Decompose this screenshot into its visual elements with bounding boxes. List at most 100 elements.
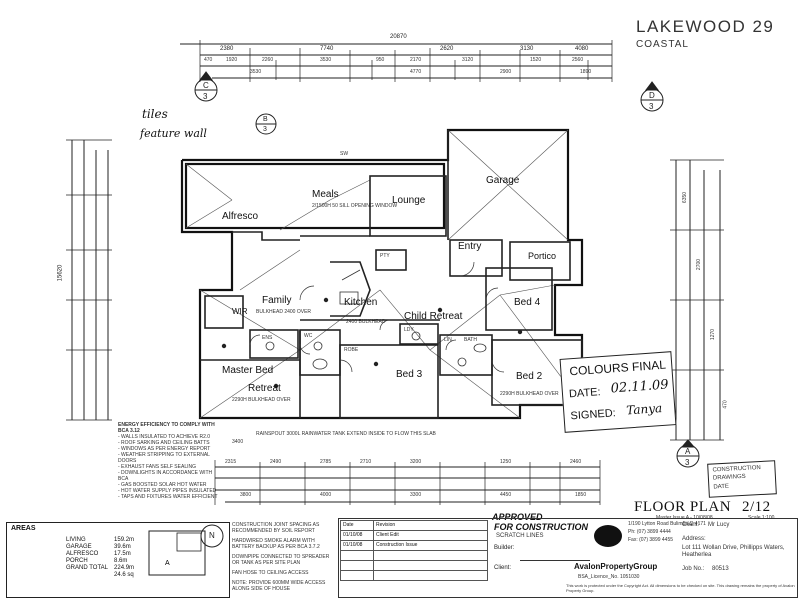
dim-top: 2260 [262,57,274,63]
area-total-row: GRAND TOTAL 224.9m [63,565,137,572]
room-label-meals: Meals [312,189,339,200]
dim-bottom: 2785 [320,459,332,465]
symbol-note: FAN HOSE TO CEILING ACCESS [232,570,309,576]
room-label-garage: Garage [486,175,520,186]
section-marker-number: 3 [203,92,208,101]
dim-top-overall: 20870 [390,34,407,40]
dim-top: 1520 [530,57,542,63]
sheet-scale: Scale 1:100 [748,515,775,521]
colours-final-stamp: COLOURS FINAL DATE: 02.11.09 SIGNED: Tan… [559,351,677,433]
handwritten-tiles-note: tiles [142,107,168,121]
energy-line: - WEATHER STRIPPING TO EXTERNAL DOORS [118,452,210,464]
dim-top: 1890 [580,69,592,75]
room-label-bed4: Bed 4 [514,297,541,308]
stamp-date-label: DATE: [568,386,601,401]
builder-label: Builder: [494,545,515,551]
areas-title: AREAS [11,525,36,532]
dim-bottom: 3400 [232,439,244,445]
copyright-note: This work is protected under the Copyrig… [566,583,795,593]
room-label-kitchen: Kitchen [344,297,378,308]
dim-top: 3530 [320,57,332,63]
project-address-label: Address: [682,536,706,542]
site-keyplan-icon: A [148,530,206,576]
area-row: PORCH 8.6m [63,558,137,565]
room-label-wir: WIR [232,307,248,316]
project-client: Mr Lucy [708,522,730,528]
north-arrow-icon: N [209,531,215,540]
section-marker-number: 3 [685,458,690,467]
company-licence: BSA_Licence_No. 1051030 [578,574,640,580]
dim-bottom: 1850 [575,492,587,498]
revision-desc: Construction Issue [373,540,488,551]
room-label-retreat: Retreat [248,383,281,394]
room-label-entry: Entry [458,241,482,252]
area-label: PORCH [66,558,88,564]
area-value: 39.6m [114,544,131,550]
dim-bottom: 1250 [500,459,512,465]
svg-text:A: A [165,560,170,567]
room-label-portico: Portico [528,251,557,261]
dim-bottom: 2710 [360,459,372,465]
section-marker-number: 3 [649,102,654,111]
client-label: Client: [494,565,512,571]
plan-note: LIN [444,337,452,343]
area-total-value: 224.9m [114,565,135,571]
area-total-label: GRAND TOTAL [66,565,109,571]
drawing-subtitle: COASTAL [636,39,689,50]
revision-header: Date [340,520,374,531]
dim-bottom: 2490 [270,459,282,465]
section-marker-letter: C [203,81,209,90]
dim-top: 470 [204,57,213,63]
dim-top: 3120 [462,57,474,63]
area-row: GARAGE 39.6m [63,544,137,551]
dim-top: 950 [376,57,385,63]
dim-bottom: 3800 [240,492,252,498]
symbol-notes: CONSTRUCTION JOINT SPACING AS RECOMMENDE… [232,522,338,592]
sheet-number: 2/12 [742,499,771,515]
room-label-family: Family [262,295,292,306]
stamp-signature: Tanya [625,400,663,418]
energy-line: - HOT WATER SUPPLY PIPES INSULATED [118,488,217,494]
revision-header: Revision [373,520,488,531]
construction-stamp-line: DRAWINGS [712,473,746,482]
plan-note: LDY [404,327,414,333]
sheet-label: FLOOR PLAN [634,499,732,515]
room-label-bed3: Bed 3 [396,369,423,380]
revision-date: 01/10/08 [340,530,374,541]
revision-row [340,550,488,561]
area-label: LIVING [66,537,86,543]
section-marker-number: 3 [263,126,267,133]
energy-line: - WINDOWS AS PER ENERGY REPORT [118,446,211,452]
section-marker-letter: A [685,447,691,456]
company-phone: Ph: (07) 3899 4444 [628,529,671,535]
area-value: 8.6m [114,558,128,564]
energy-efficiency-notes: ENERGY EFFICIENCY TO COMPLY WITH BCA 3.1… [118,422,218,500]
dim-left-overall: 15620 [57,264,64,282]
dim-top: 2900 [500,69,512,75]
dim-bottom: 2460 [570,459,582,465]
approved-stamp-line1: APPROVED [492,512,543,522]
construction-stamp-line: DATE [713,483,730,491]
dim-top: 7740 [320,46,334,52]
revision-row [340,570,488,581]
plan-note: PTY [380,253,390,259]
revision-row [340,560,488,571]
project-client-label: Client: [682,522,700,528]
room-label-lounge: Lounge [392,195,426,206]
energy-heading: ENERGY EFFICIENCY TO COMPLY WITH BCA 3.1… [118,422,215,434]
approved-stamp-line2: FOR CONSTRUCTION [494,522,588,532]
symbol-note: CONSTRUCTION JOINT SPACING AS RECOMMENDE… [232,522,320,534]
area-label: ALFRESCO [66,551,99,557]
plan-note: 2290H BULKHEAD OVER [500,391,559,397]
area-label: GARAGE [66,544,92,550]
room-label-master-bed: Master Bed [222,365,274,376]
energy-line: - DOWNLIGHTS IN ACCORDANCE WITH BCA [118,470,213,482]
dim-top: 1920 [226,57,238,63]
plan-note: WC [304,333,313,339]
